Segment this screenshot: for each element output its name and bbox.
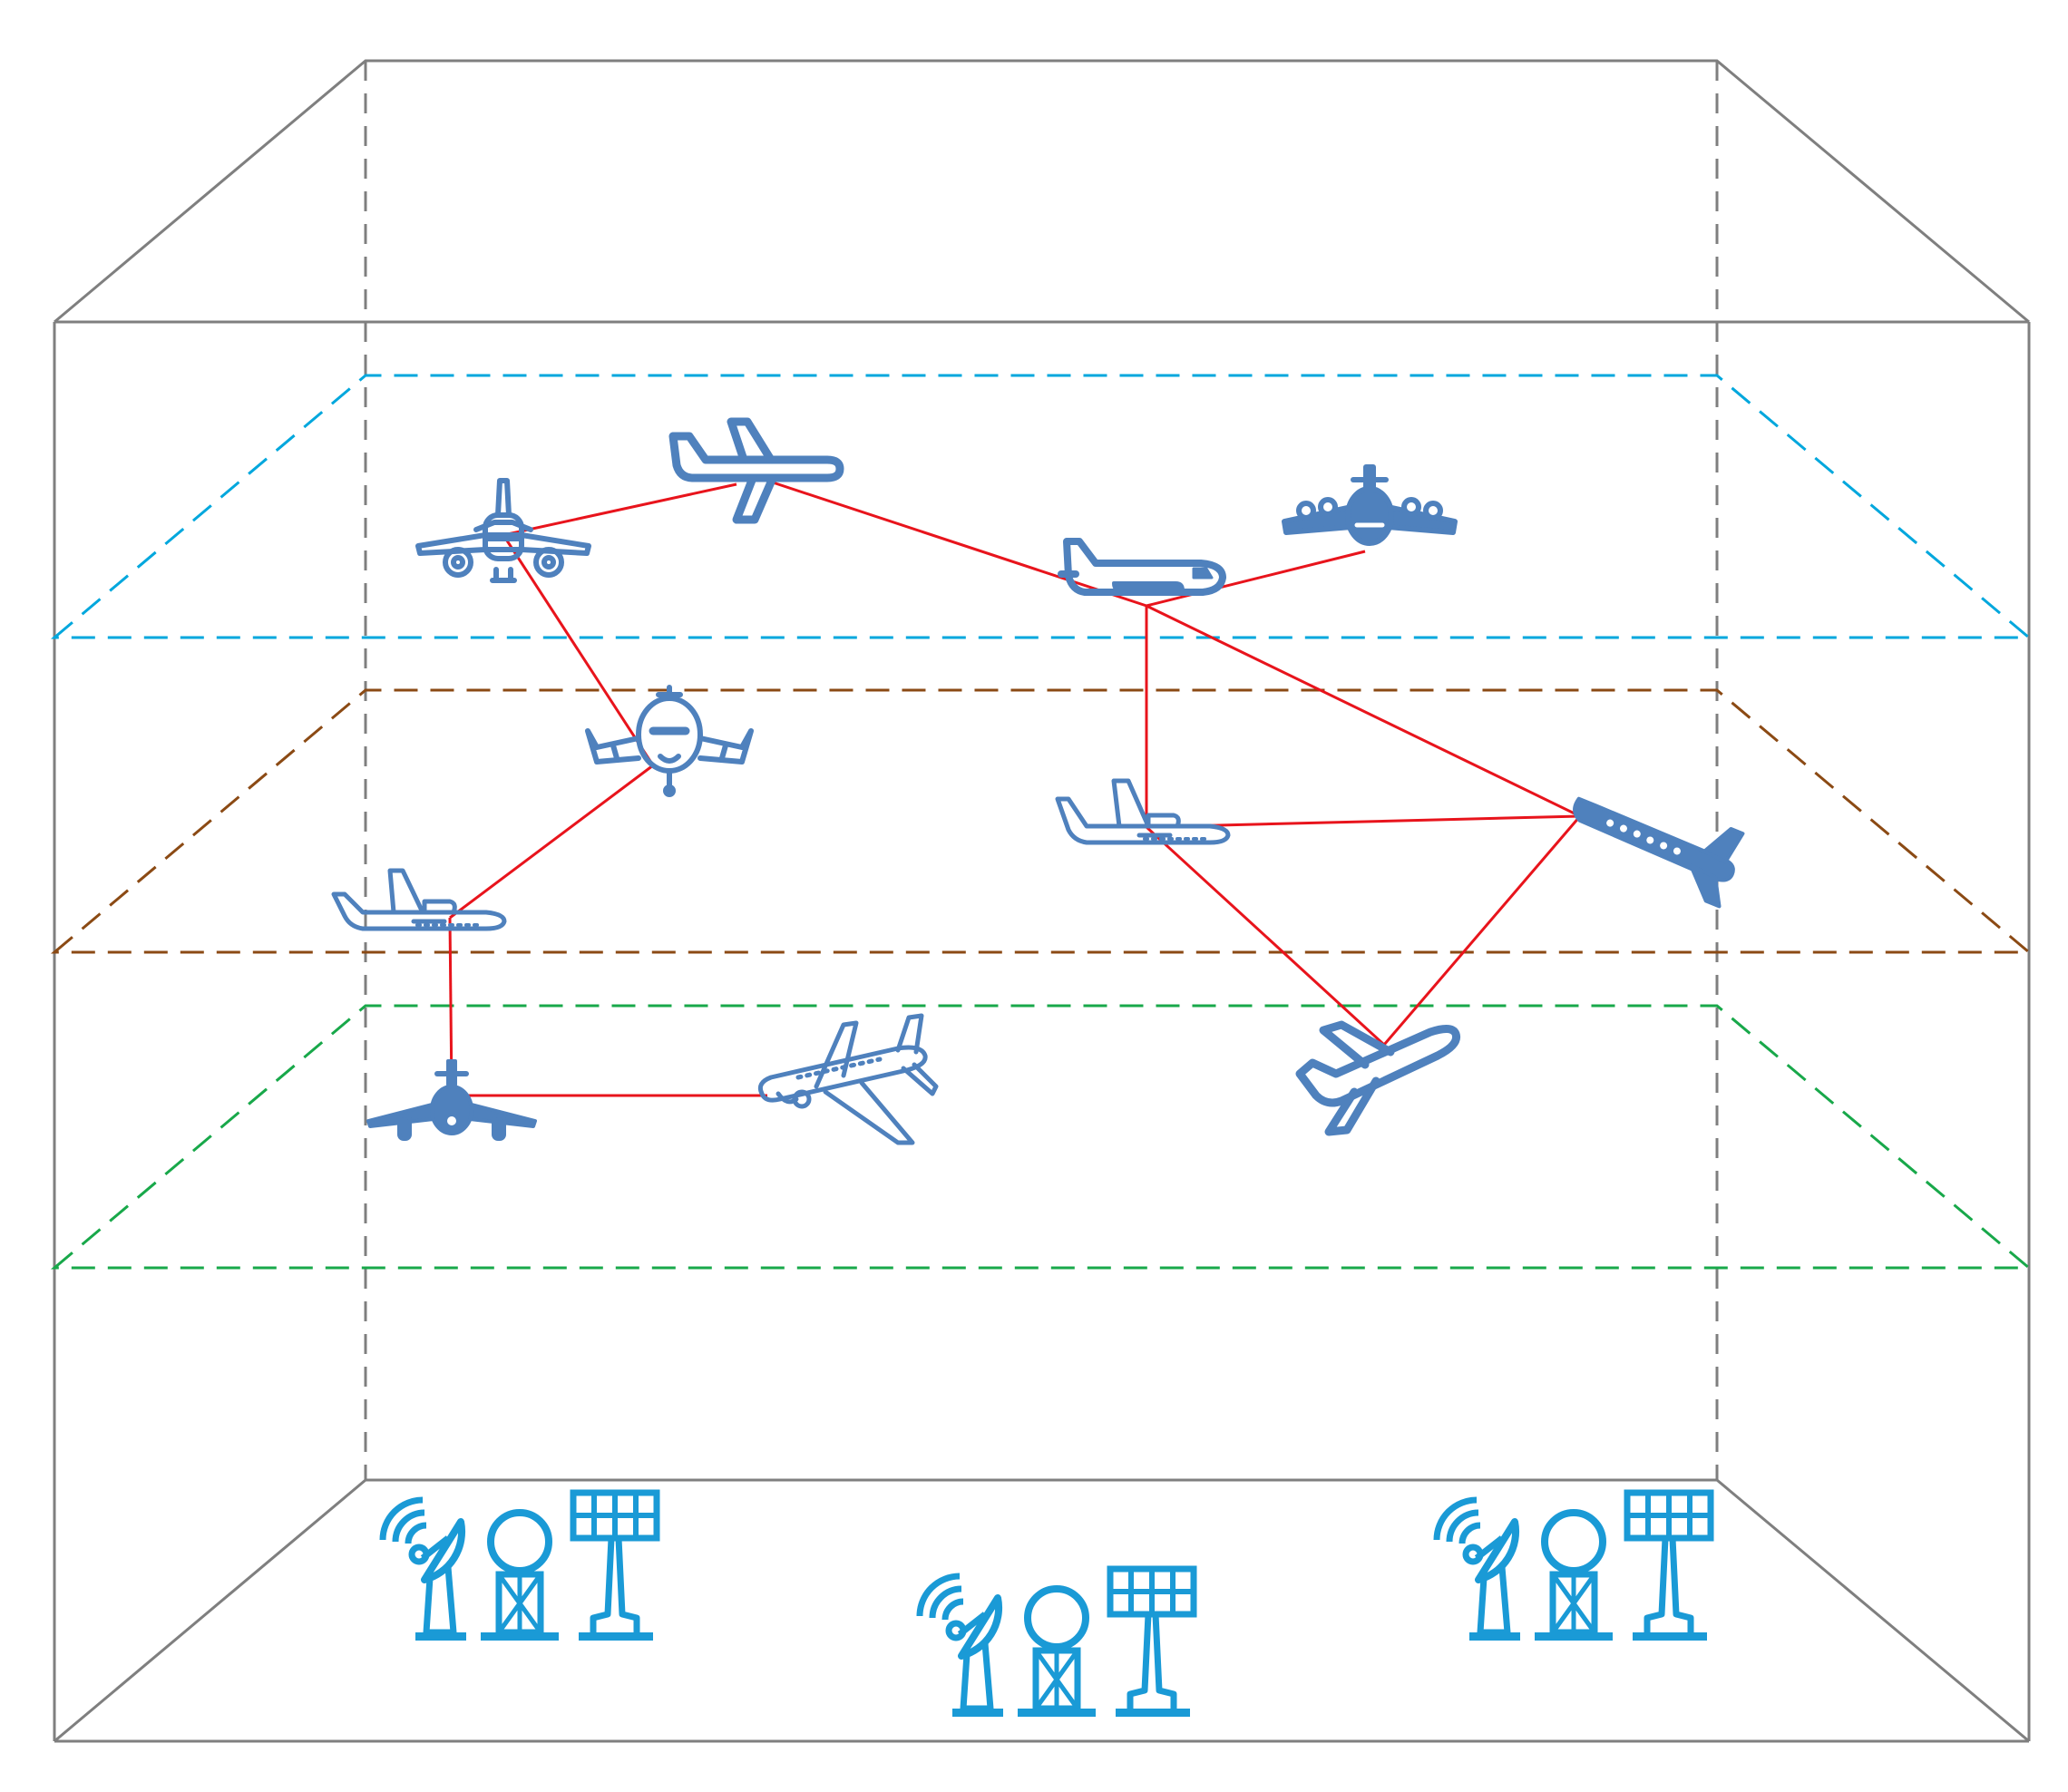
layer-middle bbox=[50, 688, 2034, 954]
military-jet-front-icon bbox=[366, 1059, 537, 1141]
radar-dome-icon bbox=[920, 1569, 1194, 1717]
link-a3-a8 bbox=[1146, 604, 1581, 818]
turboprop-front-icon bbox=[1282, 464, 1458, 546]
airliner-perspective-icon bbox=[757, 1013, 939, 1145]
ground-station-right bbox=[1437, 1493, 1711, 1641]
satellite-dish-icon bbox=[383, 1493, 657, 1641]
ground-station-center bbox=[920, 1569, 1194, 1717]
aircraft-group bbox=[331, 417, 1745, 1145]
jet-banking-icon bbox=[1573, 796, 1745, 909]
jet-side-icon bbox=[1055, 778, 1231, 845]
link-a1-a5 bbox=[502, 534, 655, 766]
box-top-face bbox=[54, 59, 2030, 324]
link-a2-a3 bbox=[766, 479, 1147, 608]
ground-stations bbox=[383, 1493, 1711, 1717]
box-floor-back bbox=[54, 1478, 2030, 1743]
box-frame bbox=[53, 59, 2031, 1743]
plane-side-icon bbox=[668, 417, 844, 524]
cargo-plane-icon bbox=[1058, 538, 1226, 596]
solar-panel-icon bbox=[1437, 1493, 1711, 1641]
link-a7-a11 bbox=[1145, 825, 1386, 1047]
link-a3-a4 bbox=[1146, 550, 1366, 608]
small-plane-front-icon bbox=[585, 685, 754, 797]
airliner-front-icon bbox=[415, 478, 591, 583]
layer-bottom bbox=[50, 1004, 2034, 1270]
jet-side-icon bbox=[331, 868, 507, 931]
plane-takeoff-icon bbox=[1295, 1020, 1461, 1136]
link-a8-a11 bbox=[1382, 815, 1582, 1046]
link-a1-a2 bbox=[502, 482, 737, 537]
layer-top bbox=[50, 374, 2034, 639]
link-a7-a8 bbox=[1146, 814, 1581, 829]
ground-station-left bbox=[383, 1493, 657, 1641]
network-links bbox=[448, 479, 1582, 1097]
link-a5-a6 bbox=[449, 764, 654, 920]
